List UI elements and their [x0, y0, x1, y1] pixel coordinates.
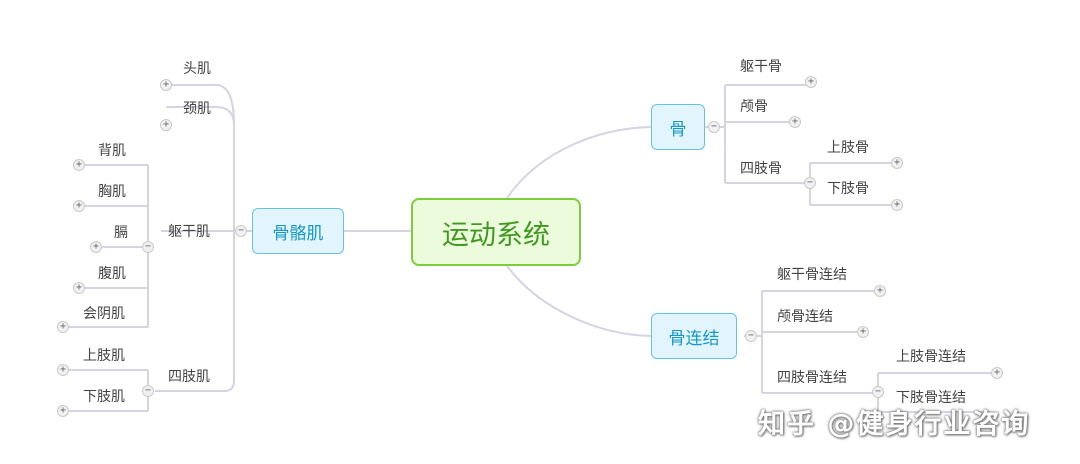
lower-limb-muscle-label: 下肢肌 [83, 389, 125, 405]
skeletal-muscle-node[interactable]: 骨骼肌 [252, 208, 344, 254]
expand-toggle-icon[interactable]: + [874, 285, 886, 297]
trunk-joint-label: 躯干骨连结 [777, 267, 847, 283]
expand-toggle-icon[interactable]: + [805, 76, 817, 88]
expand-toggle-icon[interactable]: + [57, 405, 69, 417]
lower-limb-bone-label: 下肢骨 [827, 181, 869, 197]
skeletal-muscle-label: 骨骼肌 [272, 223, 324, 244]
expand-toggle-icon[interactable]: + [789, 116, 801, 128]
upper-limb-muscle-label: 上肢肌 [83, 348, 125, 364]
collapse-toggle-icon[interactable]: − [708, 121, 720, 133]
collapse-toggle-icon[interactable]: − [872, 386, 884, 398]
collapse-toggle-icon[interactable]: − [142, 385, 154, 397]
expand-toggle-icon[interactable]: + [891, 199, 903, 211]
skull-bone-label: 颅骨 [740, 99, 768, 115]
expand-toggle-icon[interactable]: + [160, 119, 172, 131]
bone-node[interactable]: 骨 [651, 104, 705, 150]
diaphragm-label: 膈 [114, 225, 128, 241]
bone-label: 骨 [669, 119, 687, 140]
chest-muscle-label: 胸肌 [98, 184, 126, 200]
collapse-toggle-icon[interactable]: − [745, 330, 757, 342]
joint-node[interactable]: 骨连结 [651, 313, 737, 359]
collapse-toggle-icon[interactable]: − [804, 177, 816, 189]
trunk-muscle-label: 躯干肌 [168, 224, 210, 240]
expand-toggle-icon[interactable]: + [57, 364, 69, 376]
joint-label: 骨连结 [668, 328, 720, 349]
expand-toggle-icon[interactable]: + [57, 321, 69, 333]
expand-toggle-icon[interactable]: + [891, 157, 903, 169]
watermark: 知乎 @健身行业咨询 [758, 409, 1031, 440]
expand-toggle-icon[interactable]: + [73, 159, 85, 171]
expand-toggle-icon[interactable]: + [90, 241, 102, 253]
perineal-muscle-label: 会阴肌 [83, 306, 125, 322]
head-muscle-label: 头肌 [183, 61, 211, 77]
neck-muscle-label: 颈肌 [183, 101, 211, 117]
upper-limb-bone-label: 上肢骨 [827, 140, 869, 156]
back-muscle-label: 背肌 [98, 143, 126, 159]
expand-toggle-icon[interactable]: + [73, 200, 85, 212]
expand-toggle-icon[interactable]: + [857, 326, 869, 338]
root-label: 运动系统 [442, 219, 550, 251]
upper-limb-joint-label: 上肢骨连结 [896, 349, 966, 365]
root-node[interactable]: 运动系统 [411, 198, 581, 266]
expand-toggle-icon[interactable]: + [991, 367, 1003, 379]
collapse-toggle-icon[interactable]: − [142, 241, 154, 253]
expand-toggle-icon[interactable]: + [73, 282, 85, 294]
collapse-toggle-icon[interactable]: − [235, 225, 247, 237]
abdominal-muscle-label: 腹肌 [98, 266, 126, 282]
expand-toggle-icon[interactable]: + [160, 79, 172, 91]
limb-joint-label: 四肢骨连结 [777, 370, 847, 386]
lower-limb-joint-label: 下肢骨连结 [896, 390, 966, 406]
limb-bone-label: 四肢骨 [740, 161, 782, 177]
limb-muscle-label: 四肢肌 [168, 369, 210, 385]
trunk-bone-label: 躯干骨 [740, 59, 782, 75]
skull-joint-label: 颅骨连结 [777, 309, 833, 325]
